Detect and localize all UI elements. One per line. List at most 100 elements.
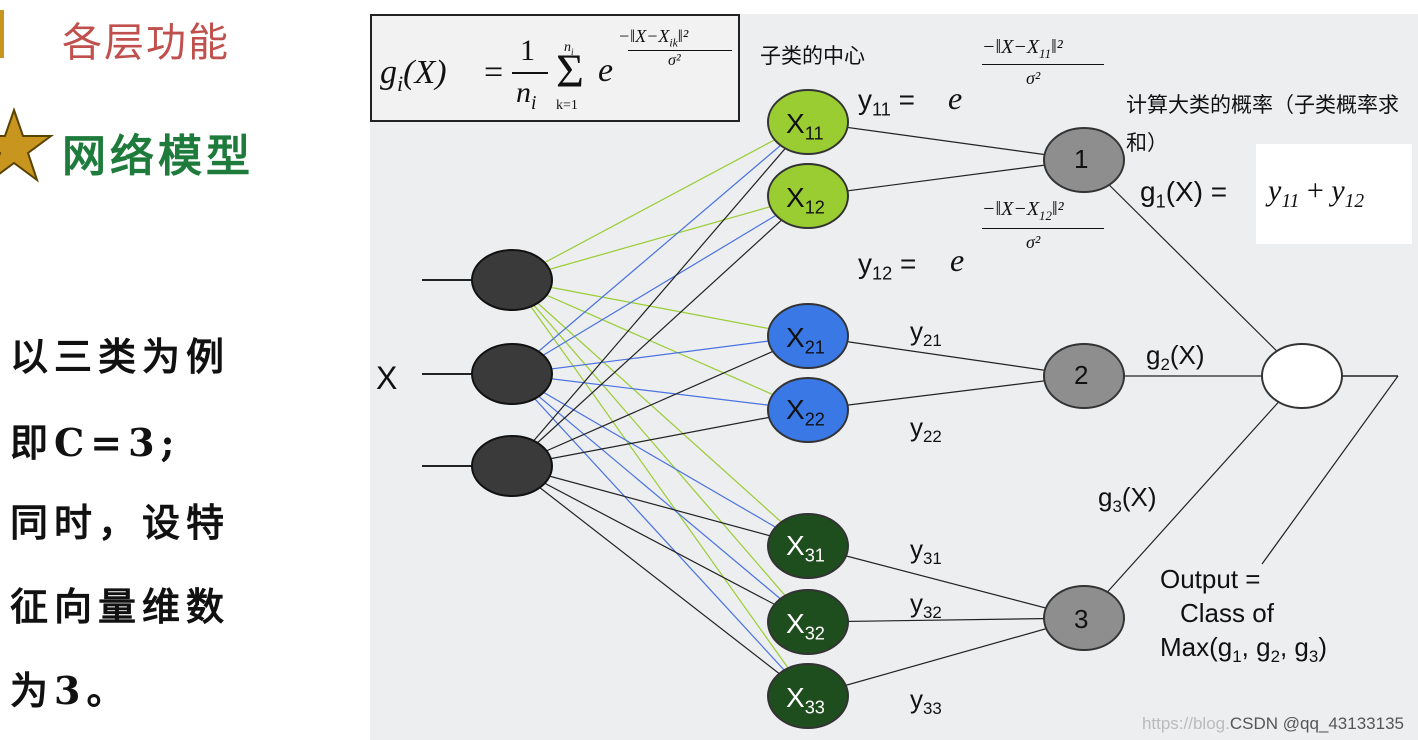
node-x33-label: X33	[786, 682, 825, 718]
output-label: Output = Class of Max(g1, g2, g3)	[1160, 562, 1327, 674]
edge-input3-pattern1	[511, 121, 809, 467]
y12-e: e	[950, 242, 965, 278]
y21-label: y21	[910, 316, 942, 351]
formula-eq: =	[484, 54, 504, 91]
edge-input2-pattern6	[511, 373, 809, 623]
pattern-node-3	[767, 303, 849, 369]
model-title: 网络模型	[62, 131, 254, 182]
sum-node-2	[1043, 343, 1125, 409]
edge-input1-pattern3	[511, 279, 809, 337]
sum-node-1	[1043, 127, 1125, 193]
formula-e: e	[598, 52, 614, 89]
output-line-1: Output =	[1160, 564, 1261, 594]
star-icon	[0, 106, 54, 183]
edge-input3-pattern4	[511, 409, 809, 467]
edge-input1-pattern5	[511, 279, 809, 547]
edge-input3-pattern6	[511, 465, 809, 623]
input-label: X	[376, 360, 398, 396]
y12-exp-num: −‖X−X12‖²	[982, 198, 1064, 223]
y12-label: y12 =	[858, 248, 917, 284]
y12-exp-bar	[982, 228, 1104, 229]
y11-exp-num: −‖X−X11‖²	[982, 36, 1063, 61]
accent-bar	[0, 10, 4, 58]
node-x21-label: X21	[786, 322, 825, 358]
input-node-1	[471, 249, 553, 311]
sum-node-2-label: 2	[1074, 360, 1089, 390]
y32-label: y32	[910, 588, 942, 623]
edge-input2-pattern3	[511, 335, 809, 375]
sum-node-1-label: 1	[1074, 144, 1089, 174]
g2-label: g2(X)	[1146, 340, 1205, 375]
edge-input3-pattern3	[511, 335, 809, 467]
note-line-2: 即C=3;	[10, 420, 181, 465]
note-line-3: 同时，设特	[10, 500, 231, 545]
network-graph	[422, 89, 1399, 729]
pattern-node-4	[767, 377, 849, 443]
formula-fraction-bar	[512, 72, 548, 74]
g1-label: g1(X) =	[1140, 176, 1228, 212]
pattern-node-2	[767, 163, 849, 229]
slide-title: 各层功能	[62, 20, 230, 66]
node-x22-label: X22	[786, 394, 825, 430]
output-pointer	[1261, 375, 1399, 565]
formula-box: gi(X) = 1 ni ni Σ k=1 e −‖X−Xik‖² σ²	[370, 14, 740, 122]
y11-exp-bar	[982, 64, 1104, 65]
g3-label: g3(X)	[1098, 482, 1157, 517]
y12-exp-den: σ²	[1026, 232, 1041, 252]
edge-input2-pattern7	[511, 373, 809, 697]
input-node-3	[471, 435, 553, 497]
formula-exp-bar	[628, 50, 732, 51]
edge-input1-pattern2	[511, 195, 809, 281]
formula-exp-den: σ²	[668, 52, 681, 69]
sum-node-3	[1043, 585, 1125, 651]
edge-input2-pattern1	[511, 121, 809, 375]
output-node	[1261, 343, 1343, 409]
formula-one: 1	[520, 34, 535, 67]
output-line-2: Class of	[1180, 598, 1274, 628]
formula-sum-sign: Σ	[556, 45, 584, 98]
edge-sum1-output	[1083, 159, 1303, 377]
input-node-2	[471, 343, 553, 405]
pnn-diagram: gi(X) = 1 ni ni Σ k=1 e −‖X−Xik‖² σ² 子类的…	[370, 14, 1418, 740]
edge-pattern7-sum3	[807, 617, 1085, 697]
node-x31-label: X31	[786, 530, 825, 566]
y11-e: e	[948, 80, 963, 116]
node-x32-label: X32	[786, 608, 825, 644]
subclass-center-label: 子类的中心	[760, 44, 865, 68]
formula-gi: gi(X)	[380, 54, 447, 96]
formula-sum-lower: k=1	[556, 98, 578, 113]
edge-input2-pattern2	[511, 195, 809, 375]
watermark: https://blog.CSDN @qq_43133135	[1141, 714, 1404, 733]
edge-input1-pattern7	[511, 279, 809, 697]
pattern-node-6	[767, 589, 849, 655]
edge-sum3-output	[1083, 375, 1303, 619]
sum-node-3-label: 3	[1074, 604, 1089, 634]
y22-label: y22	[910, 412, 942, 447]
pattern-node-1	[767, 89, 849, 155]
edge-input2-pattern4	[511, 373, 809, 411]
note-line-5: 为3。	[10, 668, 131, 713]
edge-pattern2-sum1	[807, 159, 1085, 197]
y33-label: y33	[910, 684, 942, 719]
edge-pattern1-sum1	[807, 121, 1085, 161]
y11-exp-den: σ²	[1026, 68, 1041, 88]
node-x11-label: X11	[786, 108, 824, 144]
edge-input1-pattern4	[511, 279, 809, 411]
output-line-3: Max(g1, g2, g3)	[1160, 632, 1327, 667]
formula-ni: ni	[516, 76, 537, 114]
edge-pattern4-sum2	[807, 375, 1085, 411]
edge-pattern5-sum3	[807, 545, 1085, 619]
edge-input1-pattern1	[511, 121, 809, 281]
edge-input3-pattern5	[511, 465, 809, 547]
edge-input3-pattern2	[511, 195, 809, 467]
note-line-4: 征向量维数	[10, 584, 231, 629]
pattern-node-7	[767, 663, 849, 729]
note-line-1: 以三类为例	[10, 334, 231, 379]
edge-pattern6-sum3	[807, 617, 1085, 623]
edge-pattern3-sum2	[807, 335, 1085, 377]
edge-input2-pattern5	[511, 373, 809, 547]
g1-sum-expr: y11 + y12	[1268, 174, 1365, 212]
y31-label: y31	[910, 534, 942, 569]
left-panel: 各层功能 网络模型 以三类为例 即C=3; 同时，设特 征向量维数 为3。	[0, 0, 360, 740]
class-prob-label: 计算大类的概率（子类概率求和）	[1126, 93, 1399, 155]
